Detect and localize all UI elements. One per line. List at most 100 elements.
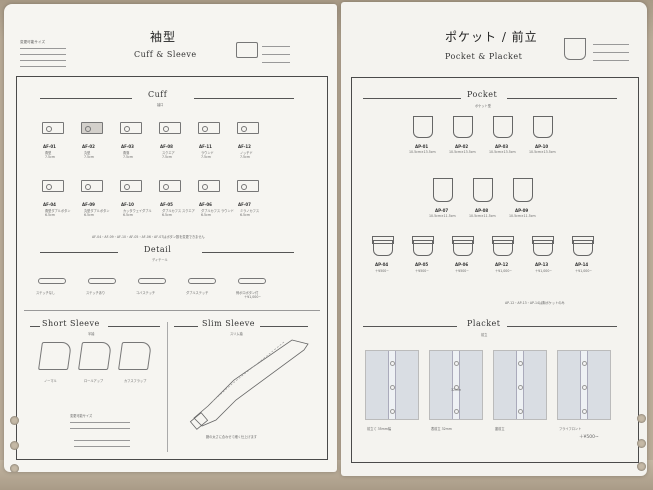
cuff-size: 6.5cm [123,213,133,217]
short-sleeve-note: 変更可能サイズ [70,414,93,418]
pocket-price: ＋¥500~ [455,269,469,273]
detail-price: ＋¥1,000~ [244,295,262,299]
cuff-size: 7.5cm [84,155,94,159]
pocket-code: AP-01 [415,144,429,149]
right-frame [351,77,639,463]
cuff-icon [159,122,181,134]
button-icon [582,385,587,390]
cuff-name: 角落 [123,151,130,155]
cuff-name: 角型ダブルボタン [45,209,71,213]
pocket-icon [373,240,393,256]
cuff-size: 7.5cm [240,155,250,159]
cuff-size: 6.5cm [45,213,55,217]
button-icon [582,361,587,366]
pocket-icon [453,116,473,138]
cuff-code: AF-10 [121,202,134,207]
cuff-name: ノッチド [240,151,253,155]
button-icon [518,385,523,390]
button-icon [518,361,523,366]
detail-icon [88,278,116,284]
punch-hole [10,441,19,450]
detail-icon [188,278,216,284]
cuff-size: 7.5cm [162,155,172,159]
punch-hole [637,462,646,471]
placket-photo [429,350,483,420]
pocket-price: ＋¥1,000~ [575,269,593,273]
placket-photo [365,350,419,420]
detail-label: コバステッチ [136,291,156,295]
detail-label: ダブルステッチ [186,291,209,295]
pocket-price: ＋¥1,000~ [535,269,553,273]
pocket-size: 10.5cm×13.5cm [489,150,516,154]
short-sleeve-heading: Short Sleeve [42,319,100,328]
cuff-name: ミラノカフス [240,209,260,213]
pocket-flap-icon [452,236,474,244]
pocket-code: AP-14 [575,262,589,267]
cuff-name: 丸型 [84,151,91,155]
cuff-size: 6.5cm [84,213,94,217]
pocket-icon [533,240,553,256]
pocket-icon [493,116,513,138]
short-sleeve-label: ロールアップ [84,379,104,383]
pocket-diagram-icon [564,38,586,60]
pocket-code: AP-05 [415,262,429,267]
placket-photo [493,350,547,420]
cuff-icon [81,122,103,134]
cuff-size: 7.5cm [123,155,133,159]
pocket-code: AP-10 [535,144,549,149]
cuff-code: AF-01 [43,144,56,149]
pocket-note: AP-12・AP-13・AP-14は胸ポケットのみ [505,301,565,305]
pocket-icon [433,178,453,202]
pocket-code: AP-02 [455,144,469,149]
right-page: ポケット / 前立 Pocket & Placket Pocket ポケット型 … [341,2,647,476]
short-sleeve-icon [78,342,112,370]
short-sleeve-label: カフスフラップ [124,379,147,383]
slim-sleeve-sub: スリム袖 [230,332,243,336]
right-title-en: Pocket & Placket [445,52,523,61]
pocket-icon [533,116,553,138]
cuff-name: 丸型ダブルボタン [84,209,110,213]
detail-sub: ディテール [152,258,168,262]
cuff-name: ラウンド [201,151,214,155]
cuff-size: 6.5cm [201,213,211,217]
detail-icon [38,278,66,284]
placket-label: 裏前立 [495,427,505,431]
pocket-price: ＋¥1,000~ [495,269,513,273]
pocket-sub: ポケット型 [475,104,491,108]
left-frame [16,76,328,460]
pocket-size: 10.5cm×13.5cm [409,150,436,154]
pocket-code: AP-03 [495,144,509,149]
slim-sleeve-heading: Slim Sleeve [202,319,255,328]
pocket-flap-icon [532,236,554,244]
pocket-price: ＋¥500~ [375,269,389,273]
cuff-code: AF-05 [160,202,173,207]
punch-hole [10,416,19,425]
detail-label: ステッチなし [36,291,56,295]
short-sleeve-icon [118,342,152,370]
detail-icon [138,278,166,284]
button-icon [518,409,523,414]
pocket-size: 10.5cm×13.5cm [449,150,476,154]
cuff-code: AF-09 [82,202,95,207]
cuff-code: AF-07 [238,202,251,207]
pocket-price: ＋¥500~ [415,269,429,273]
pocket-code: AP-06 [455,262,469,267]
pocket-icon [473,178,493,202]
pocket-size: 10.5cm×11.5cm [429,214,456,218]
pocket-code: AP-09 [515,208,529,213]
cuff-size: 6.5cm [240,213,250,217]
pocket-flap-icon [412,236,434,244]
cuff-icon [120,122,142,134]
pocket-code: AP-12 [495,262,509,267]
detail-label: ステッチあり [86,291,106,295]
button-icon [454,409,459,414]
pocket-flap-icon [492,236,514,244]
left-title-jp: 袖型 [150,30,177,44]
cuff-icon [42,180,64,192]
pocket-icon [413,240,433,256]
cuff-name: ダブルカフス ラウンド [201,209,234,213]
cuff-note: AF-04・AF-09・AF-10・AF-05・AF-06・AF-07はボタン数… [92,235,205,239]
pocket-icon [453,240,473,256]
pocket-heading: Pocket [467,90,498,99]
